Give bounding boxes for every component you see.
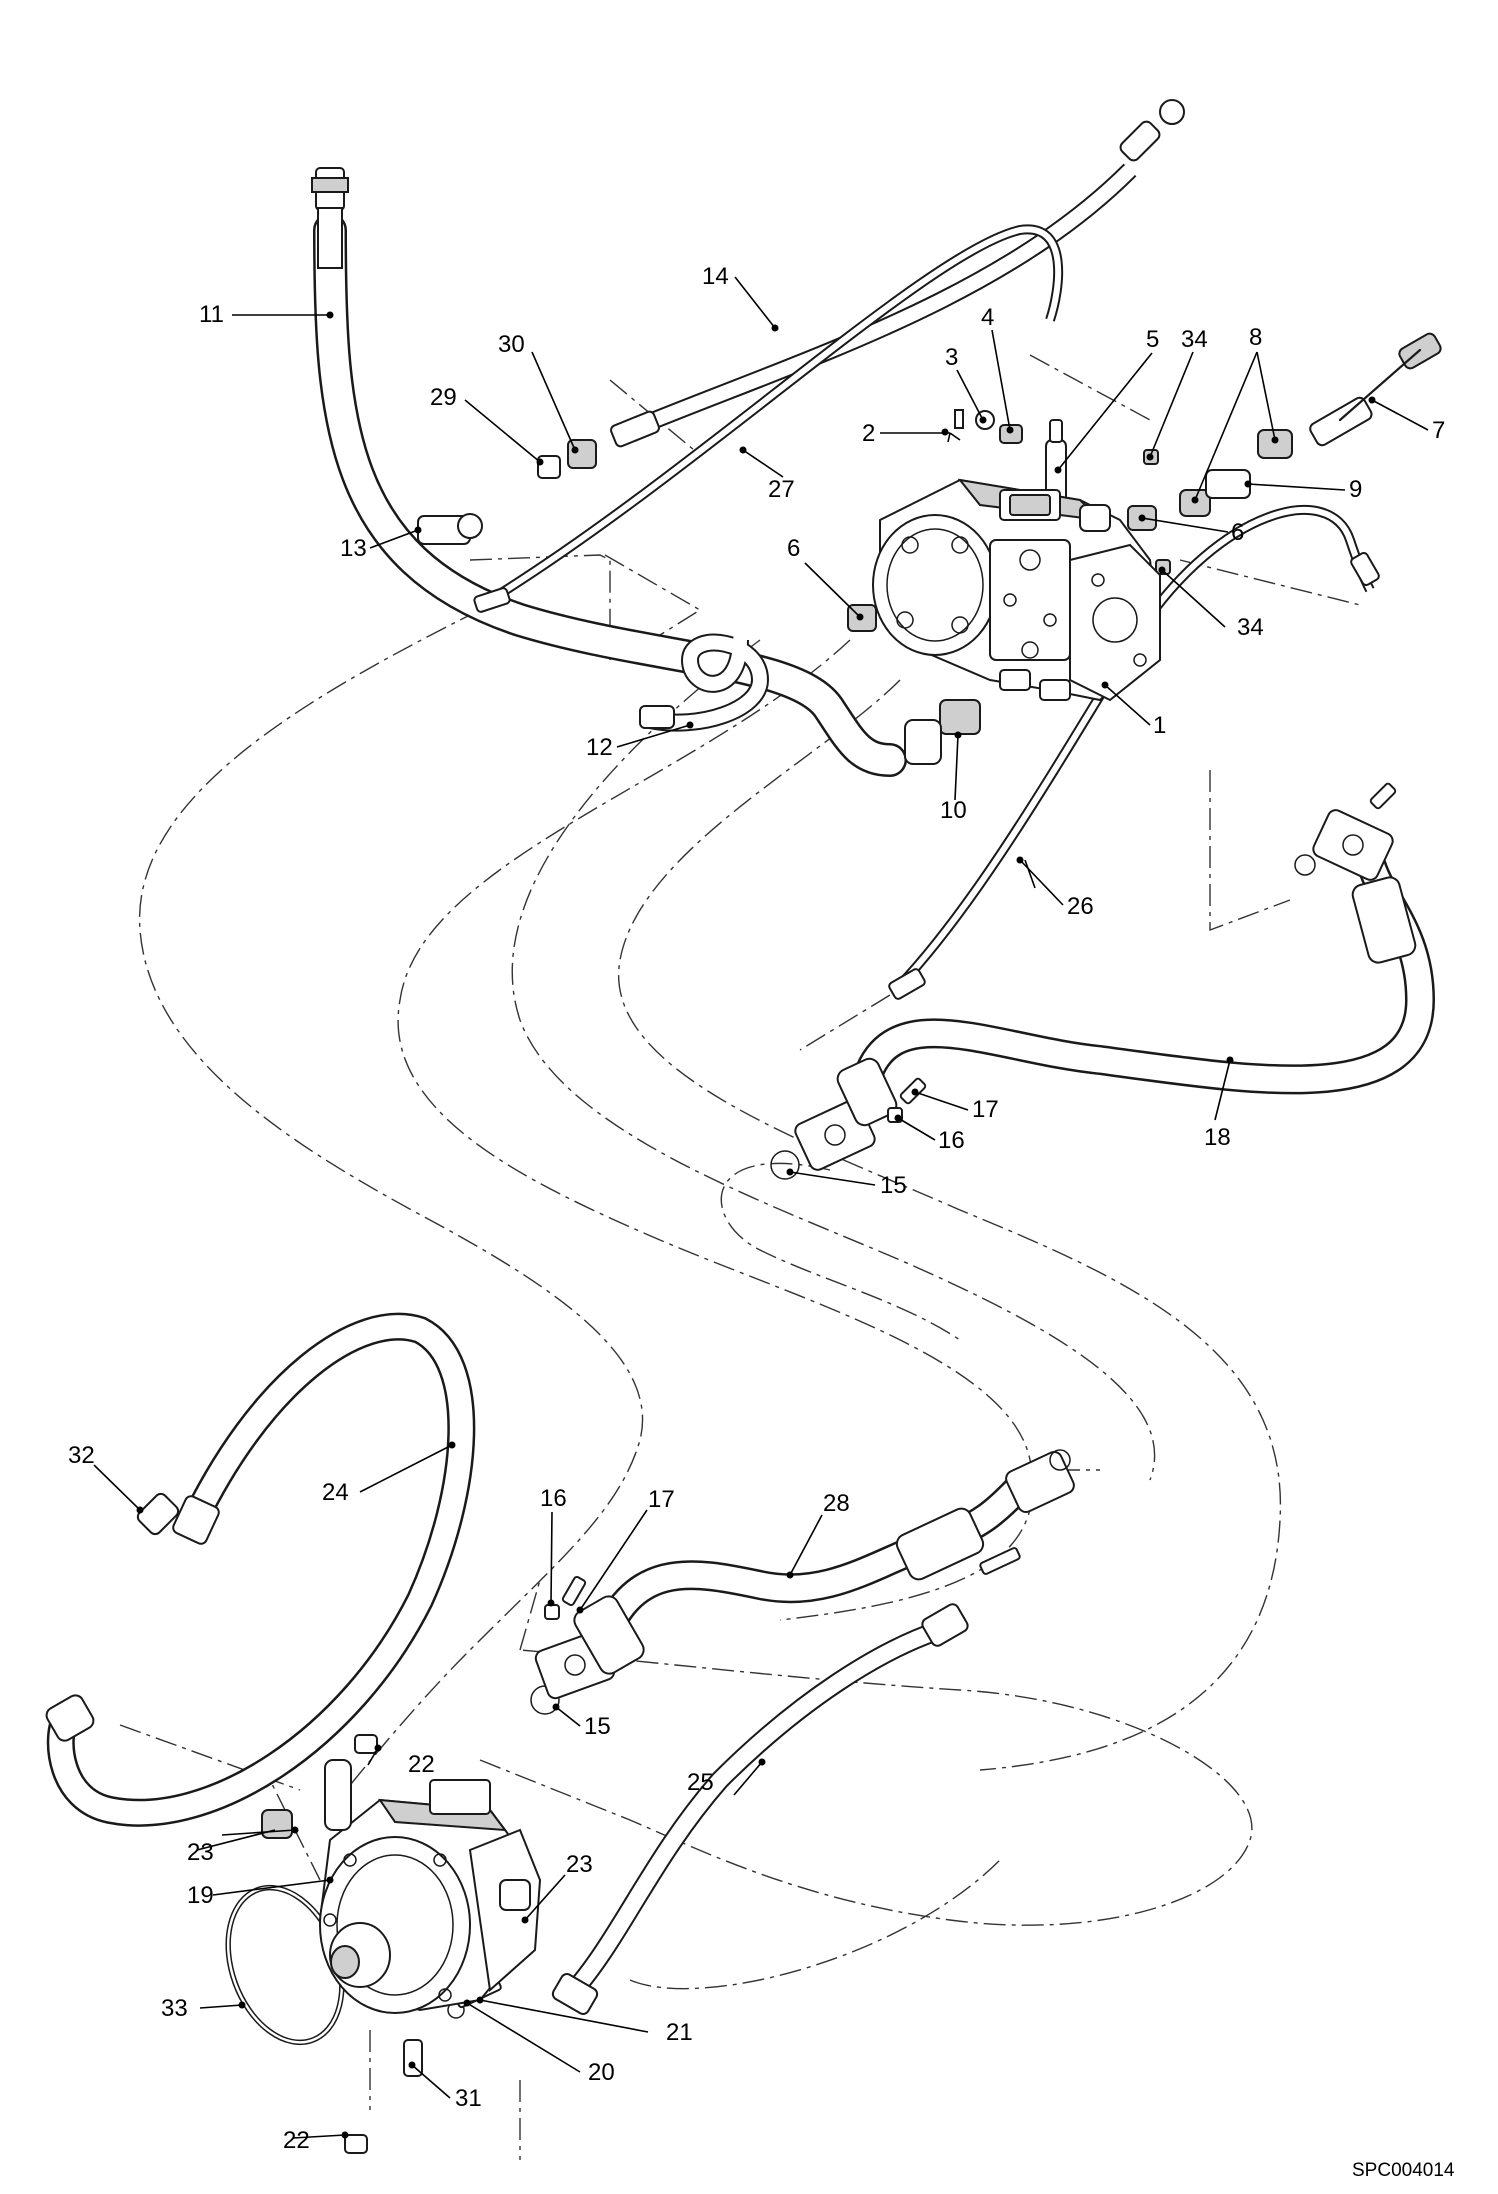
callout-17-lower: 17 [648, 1486, 675, 1513]
hose-12-end [639, 705, 675, 729]
callout-1: 1 [1153, 712, 1166, 739]
drive-motor [318, 1759, 542, 2014]
hose-26-lower-fitting [888, 968, 926, 1000]
callout-19: 19 [187, 1882, 214, 1909]
callout-29: 29 [430, 384, 457, 411]
hose-14-end-fitting [1119, 120, 1161, 162]
hose-26-upper-fitting [1350, 551, 1380, 587]
callout-7: 7 [1432, 417, 1445, 444]
callout-22-lower: 22 [283, 2127, 310, 2154]
flange-18-upper [1312, 809, 1394, 881]
hose-7-fitting [1309, 396, 1373, 447]
callout-17-upper: 17 [972, 1096, 999, 1123]
bolt-17b [561, 1575, 587, 1607]
hose-14-nut [1159, 99, 1185, 125]
callout-16-lower: 16 [540, 1485, 567, 1512]
callout-15-lower: 15 [584, 1713, 611, 1740]
callout-21: 21 [666, 2019, 693, 2046]
fitting-23a [261, 1809, 293, 1839]
fitting-22a [354, 1734, 378, 1754]
callout-24: 24 [322, 1479, 349, 1506]
drawing-code: SPC004014 [1352, 2160, 1455, 2181]
callout-3: 3 [945, 344, 958, 371]
plug-4 [999, 424, 1023, 444]
elbow-32 [136, 1492, 180, 1536]
callout-18: 18 [1204, 1124, 1231, 1151]
callout-20: 20 [588, 2059, 615, 2086]
callout-2: 2 [862, 420, 875, 447]
callout-11: 11 [199, 301, 224, 328]
fitting-31 [403, 2039, 423, 2077]
callout-34-upper: 34 [1181, 326, 1208, 353]
callout-15-upper: 15 [880, 1172, 907, 1199]
callout-32: 32 [68, 1442, 95, 1469]
callout-34-lower: 34 [1237, 614, 1264, 641]
callout-27: 27 [768, 476, 795, 503]
callout-14: 14 [702, 263, 729, 290]
callout-4: 4 [981, 304, 994, 331]
hose-28-ferrule-upper [895, 1507, 985, 1581]
callout-22-upper: 22 [408, 1751, 435, 1778]
callout-31: 31 [455, 2085, 482, 2112]
hose-lines [46, 163, 1436, 2003]
callout-13: 13 [340, 535, 367, 562]
fitting-9 [1205, 469, 1251, 499]
hose-27-end [473, 587, 511, 613]
fitting-2 [954, 409, 964, 429]
callout-10: 10 [940, 797, 967, 824]
fitting-8a [1257, 429, 1293, 459]
callout-8: 8 [1249, 324, 1262, 351]
o-ring-15a [770, 1150, 800, 1180]
callout-labels: 1 2 3 4 5 6 6 7 8 9 10 11 12 13 14 15 15… [68, 263, 1445, 2154]
hose-11-ferrule [317, 207, 343, 269]
callout-30: 30 [498, 331, 525, 358]
callout-23-left: 23 [187, 1839, 214, 1866]
callout-9: 9 [1349, 476, 1362, 503]
fitting-10 [939, 699, 981, 735]
hose-18-ferrule-upper [1351, 876, 1417, 964]
callout-28: 28 [823, 1490, 850, 1517]
callout-23-right: 23 [566, 1851, 593, 1878]
routing-centerlines [119, 354, 1361, 2160]
main-pump [872, 478, 1162, 702]
callout-12: 12 [586, 734, 613, 761]
callout-6-right: 6 [1231, 519, 1244, 546]
hose-25-lower-fitting [551, 1973, 599, 2015]
fitting-22b [344, 2134, 368, 2154]
hose-25-upper-fitting [921, 1603, 969, 1647]
hose-14-lower-fitting [610, 410, 660, 448]
hose-24-lower-fitting [45, 1694, 95, 1742]
callout-25: 25 [687, 1769, 714, 1796]
hose-18-ferrule-lower [836, 1057, 898, 1127]
hose-28-ferrule-lower [573, 1595, 645, 1675]
hose-11-nut [311, 177, 349, 193]
callout-33: 33 [161, 1995, 188, 2022]
flange-28-upper [1005, 1451, 1075, 1513]
washer-16b [544, 1604, 560, 1620]
fitting-29 [537, 455, 561, 479]
hose-24-upper-fitting [172, 1495, 220, 1545]
callout-6-left: 6 [787, 535, 800, 562]
leader-lines [93, 276, 1429, 2139]
callout-16-upper: 16 [938, 1127, 965, 1154]
callout-5: 5 [1146, 326, 1159, 353]
callout-26: 26 [1067, 893, 1094, 920]
